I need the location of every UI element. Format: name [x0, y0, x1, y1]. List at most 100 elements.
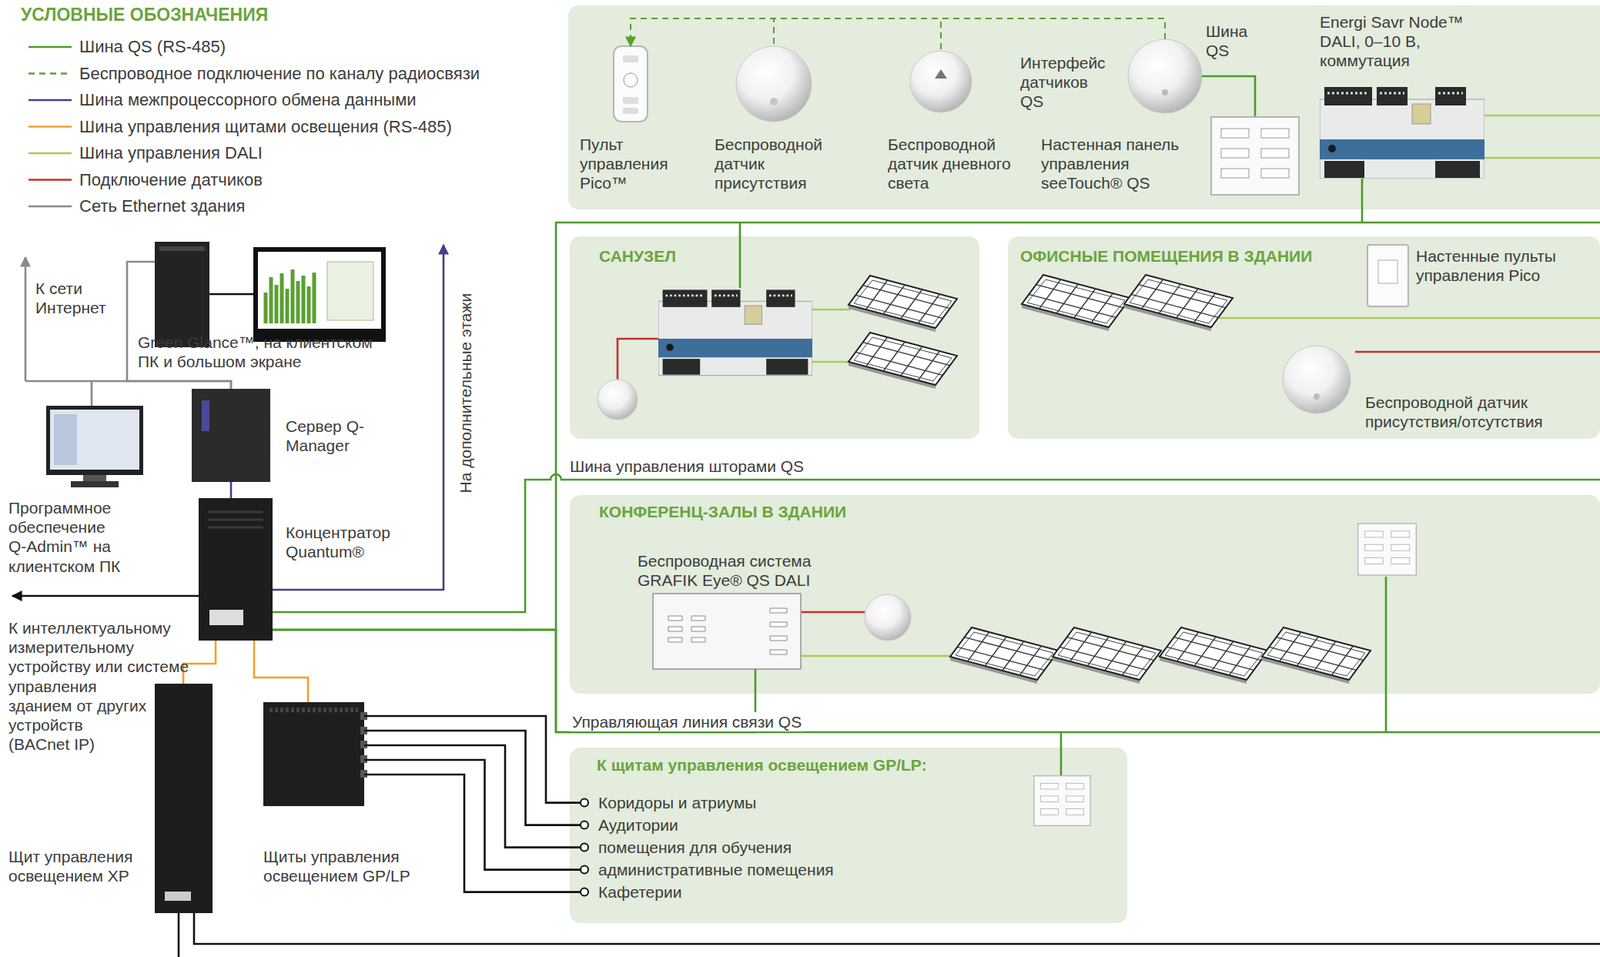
list-item: помещения для обучения — [598, 837, 922, 857]
terminal-dot — [580, 799, 589, 807]
text-slot: Управляющая линия связи QS — [569, 712, 804, 732]
device-label: Настенная панель управления seeTouch® QS — [1041, 134, 1199, 194]
grafik-buttons — [668, 608, 787, 655]
legend-text: Сеть Ethernet здания — [79, 196, 245, 217]
pc-tower — [154, 241, 210, 348]
connector — [127, 261, 231, 389]
device-label: Пульт управления Pico™ — [579, 134, 688, 194]
annotation: Шина управления шторами QS — [569, 456, 894, 476]
luminaire — [1052, 627, 1162, 684]
daylight-sensor: Беспроводной датчик дневного света — [910, 50, 972, 113]
pico-button — [622, 97, 639, 104]
text-slot: На дополнительные этажи — [455, 277, 476, 509]
text-slot: Green Glance™, на клиентском ПК и большо… — [137, 332, 377, 372]
text-slot: Беспроводная система GRAFIK Eye® QS DALI — [637, 551, 823, 590]
text-slot: Сеть Ethernet здания — [79, 196, 245, 217]
device-label: Настенные пульты управления Pico — [1415, 246, 1582, 285]
text-slot: Подключение датчиков — [79, 170, 263, 191]
panel-heading: КОНФЕРЕНЦ-ЗАЛЫ В ЗДАНИИ — [599, 502, 847, 522]
text-slot: Программное обеспечение Q-Admin™ на клие… — [8, 498, 124, 576]
legend-line — [28, 46, 72, 49]
annotation: К интеллектуальному измерительному устро… — [8, 618, 194, 754]
sensor-lens — [769, 97, 778, 106]
device-label: Беспроводной датчик присутствия — [714, 134, 850, 194]
connector — [940, 18, 1165, 51]
connector — [364, 745, 581, 848]
panel-heading: К щитам управления освещением GP/LP: — [596, 755, 928, 775]
legend-text: Шина межпроцессорного обмена данными — [79, 90, 417, 111]
connector — [364, 774, 581, 893]
text-slot: САНУЗЕЛ — [599, 246, 677, 266]
device-label: Беспроводной датчик дневного света — [887, 134, 1035, 194]
luminaire — [848, 332, 958, 389]
ethernet-line — [25, 380, 92, 383]
device-label: Интерфейс датчиков QS — [1020, 53, 1109, 112]
annotation: Управляющая линия связи QS — [569, 712, 804, 732]
zone-panel: ОФИСНЫЕ ПОМЕЩЕНИЯ В ЗДАНИИ Настенные пуль… — [1007, 236, 1600, 439]
terminal-dot — [580, 888, 589, 897]
legend-line — [28, 178, 72, 181]
pico-button — [622, 107, 639, 114]
internet-arrow — [24, 257, 27, 382]
dali-line — [1484, 115, 1600, 158]
sensor-picture — [864, 594, 911, 641]
connector — [773, 18, 1165, 47]
text-slot: помещения для обучения — [598, 837, 922, 857]
hub: Концентратор Quantum® — [198, 498, 273, 641]
text-slot: Аудитории — [598, 815, 922, 835]
text-slot: Шина управления шторами QS — [569, 456, 894, 476]
keypad-picture — [1211, 117, 1299, 195]
xp-panel-picture — [154, 683, 213, 914]
connector — [91, 381, 231, 406]
monitor-stand — [83, 475, 107, 482]
sensor-interface: Интерфейс датчиков QS — [1128, 39, 1202, 114]
text-slot: Настенная панель управления seeTouch® QS — [1041, 134, 1199, 194]
text-slot: Беспроводной датчик присутствия/отсутств… — [1365, 392, 1566, 432]
monitor-screen — [50, 409, 140, 470]
device-label: Беспроводная система GRAFIK Eye® QS DALI — [637, 551, 823, 590]
pico-button — [1378, 260, 1398, 284]
zone-panel: К щитам управления освещением GP/LP: Кори… — [569, 747, 1128, 924]
annotation: К сети Интернет — [35, 278, 121, 318]
server-picture — [191, 388, 271, 483]
sensor-picture — [910, 50, 972, 113]
sensor-lens — [1161, 89, 1169, 96]
text-slot: Беспроводной датчик дневного света — [887, 134, 1035, 194]
luminaire — [1159, 627, 1269, 684]
keypad-picture — [1034, 776, 1091, 827]
server-light — [201, 400, 210, 432]
luminaire — [950, 627, 1059, 684]
text-slot: Коридоры и атриумы — [598, 793, 922, 813]
monitor-chart — [265, 269, 315, 324]
admin-pc: Программное обеспечение Q-Admin™ на клие… — [46, 405, 144, 488]
terminal-dot — [580, 843, 589, 852]
wiring — [12, 115, 1600, 957]
text-slot: Интерфейс датчиков QS — [1020, 53, 1109, 112]
legend-line — [28, 152, 72, 155]
video-cable — [209, 293, 254, 296]
text-slot: Настенные пульты управления Pico — [1415, 246, 1582, 285]
panel-feed — [178, 913, 1600, 957]
luminaire — [1021, 274, 1131, 332]
shade-bus — [272, 474, 1600, 613]
monitor — [253, 247, 386, 342]
keypad-picture — [1358, 523, 1417, 576]
pico-remote — [613, 46, 648, 122]
text-slot: Шина QS — [1205, 21, 1260, 61]
annotation: Шина QS — [1205, 21, 1260, 61]
monitor — [46, 405, 144, 476]
occupancy-sensor: Беспроводной датчик присутствия — [736, 46, 812, 122]
text-slot: Шина QS (RS-485) — [79, 36, 226, 57]
text-slot: УСЛОВНЫЕ ОБОЗНАЧЕНИЯ — [20, 4, 268, 27]
text-slot: ОФИСНЫЕ ПОМЕЩЕНИЯ В ЗДАНИИ — [1020, 246, 1313, 266]
sensor-mark — [934, 69, 948, 79]
wall-keypad: Настенная панель управления seeTouch® QS — [1210, 116, 1300, 196]
panel-vent — [269, 707, 359, 713]
list-item: Аудитории — [598, 815, 922, 835]
device-label: Программное обеспечение Q-Admin™ на клие… — [8, 498, 124, 576]
device-label: Green Glance™, на клиентском ПК и большо… — [137, 332, 377, 372]
text-slot: Шина управления щитами освещения (RS-485… — [79, 117, 452, 138]
connector — [364, 730, 581, 826]
device-label: Щит управления освещением XP — [8, 846, 140, 886]
zone-panel: КОНФЕРЕНЦ-ЗАЛЫ В ЗДАНИИ Беспроводная сист… — [569, 495, 1600, 694]
